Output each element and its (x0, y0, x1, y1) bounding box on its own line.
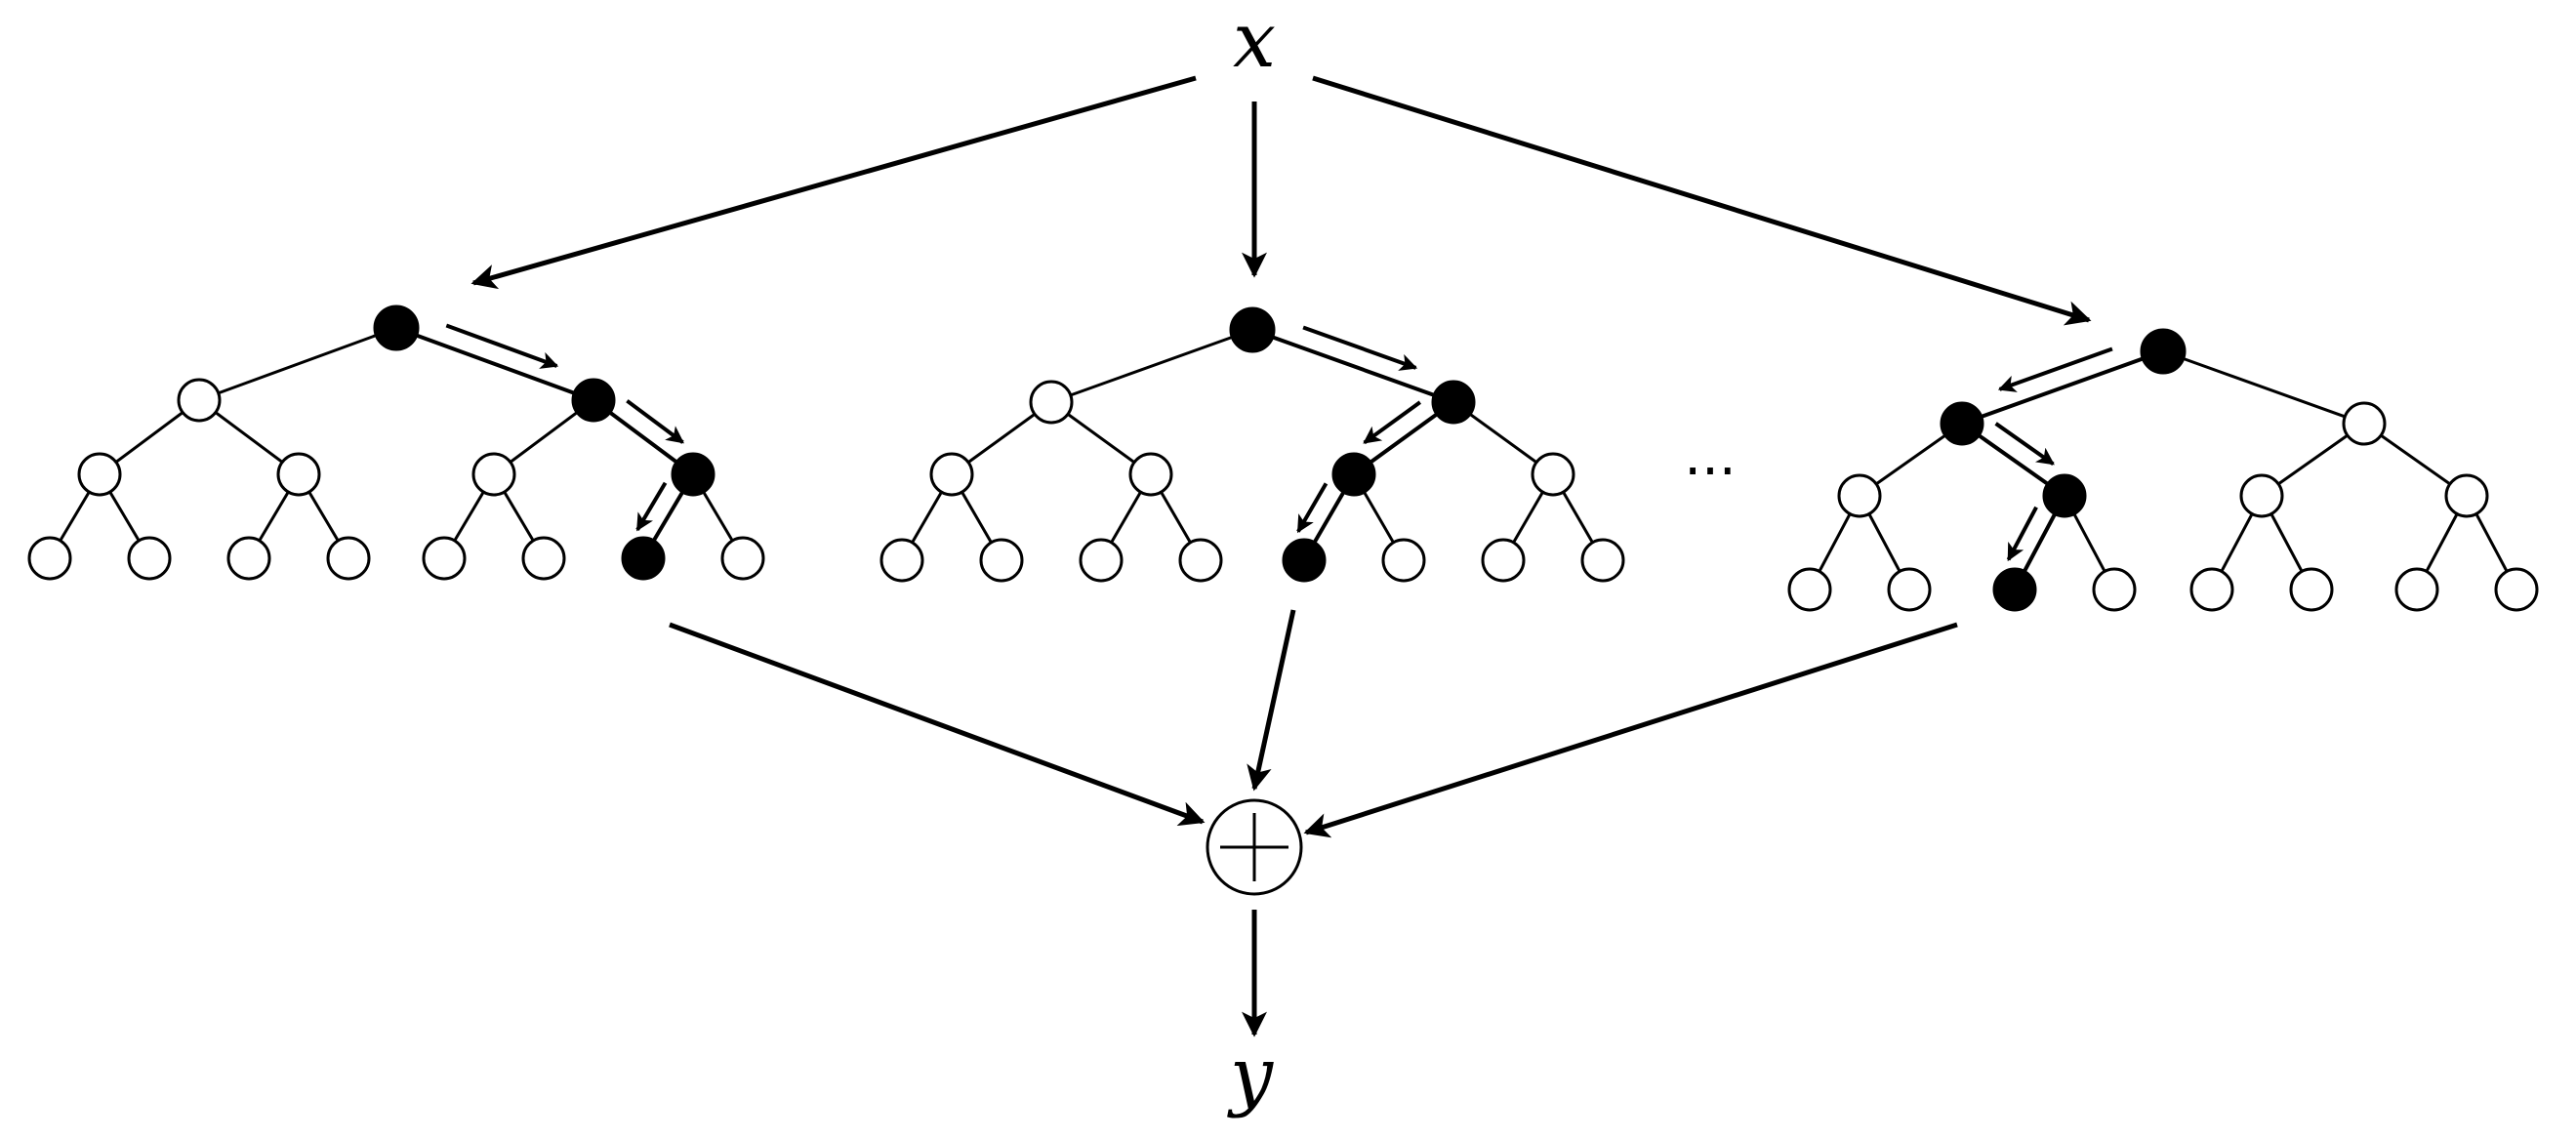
tree-2-node-12-active (1282, 538, 1327, 583)
tree-3-node-10-active (1992, 567, 2037, 612)
decision-path-arrows (445, 323, 2113, 562)
tree-1-node-6 (471, 452, 516, 497)
tree-2-path-arrow-3 (1296, 482, 1329, 534)
tree-1-node-11 (326, 536, 371, 581)
sum-node (1206, 798, 1303, 896)
tree-3-path-arrow-2 (1994, 422, 2055, 467)
tree-3-path-arrow-1 (1997, 346, 2113, 392)
tree-1-node-15 (720, 536, 765, 581)
tree-3-node-9 (1887, 567, 1932, 612)
tree-1-path-arrow-3 (635, 481, 668, 532)
tree-3-edge-2 (1961, 349, 2164, 426)
output-arrow-tree-3 (1303, 622, 1958, 838)
tree-1-edge-3 (395, 326, 594, 402)
tree-3-node-6 (2239, 473, 2284, 518)
tree-2-edge-2 (1050, 328, 1253, 404)
tree-2-node-1-active (1229, 306, 1276, 353)
tree-3-node-5-active (2042, 473, 2087, 518)
tree-2-node-5 (1128, 452, 1173, 497)
input-arrow-tree-3 (1312, 75, 2092, 326)
tree-1-node-2 (177, 378, 222, 423)
tree-2-path-arrow-1 (1302, 325, 1418, 371)
tree-1-node-5 (276, 452, 321, 497)
tree-3-node-2-active (1940, 401, 1984, 446)
tree-1-edge-2 (198, 326, 397, 402)
tree-1-node-4 (77, 452, 122, 497)
tree-3-node-13 (2289, 567, 2334, 612)
output-label-y: y (1227, 1032, 1274, 1119)
tree-2-node-3-active (1431, 380, 1476, 425)
tree-3-node-15 (2494, 567, 2539, 612)
tree-2-node-6-active (1331, 452, 1376, 497)
tree-1-node-10 (226, 536, 271, 581)
tree-1-node-3-active (571, 378, 616, 423)
tree-1-path-arrow-1 (445, 323, 559, 369)
tree-2-path-arrow-2 (1363, 400, 1421, 445)
tree-1-node-13 (521, 536, 566, 581)
tree-2-node-4 (929, 452, 974, 497)
tree-2-node-8 (879, 538, 924, 583)
tree-2-node-13 (1381, 538, 1426, 583)
tree-3-node-12 (2189, 567, 2234, 612)
tree-1-path-arrow-2 (626, 399, 684, 444)
tree-2-node-9 (979, 538, 1024, 583)
tree-3-node-8 (1787, 567, 1832, 612)
tree-3-node-11 (2092, 567, 2137, 612)
tree-2-node-14 (1481, 538, 1526, 583)
input-label-x: x (1233, 0, 1276, 85)
tree-2-node-15 (1580, 538, 1625, 583)
tree-1-node-7-active (671, 452, 716, 497)
tree-nodes (27, 305, 2539, 612)
input-arrows (470, 75, 2092, 326)
input-arrow-tree-1 (470, 75, 1197, 290)
tree-1-node-12 (422, 536, 467, 581)
tree-1-node-8 (27, 536, 72, 581)
output-arrow-tree-2 (1247, 609, 1296, 792)
output-arrows (669, 609, 1958, 838)
tree-2-node-10 (1079, 538, 1124, 583)
tree-edges (48, 326, 2518, 590)
more-trees-ellipsis: ··· (1684, 440, 1736, 504)
tree-2-node-11 (1178, 538, 1223, 583)
output-arrow-tree-1 (669, 622, 1206, 827)
tree-1-node-9 (127, 536, 172, 581)
tree-2-node-7 (1531, 452, 1575, 497)
tree-3-node-14 (2394, 567, 2439, 612)
tree-1-node-14-active (621, 536, 666, 581)
tree-3-edge-3 (2162, 349, 2365, 426)
tree-3-node-4 (1837, 473, 1882, 518)
tree-3-node-1-active (2140, 328, 2187, 375)
tree-1-node-1-active (373, 305, 420, 351)
tree-3-path-arrow-3 (2006, 506, 2038, 562)
tree-2-node-2 (1029, 380, 1074, 425)
tree-2-edge-3 (1251, 328, 1454, 404)
tree-3-node-3 (2342, 401, 2387, 446)
tree-3-node-7 (2444, 473, 2489, 518)
